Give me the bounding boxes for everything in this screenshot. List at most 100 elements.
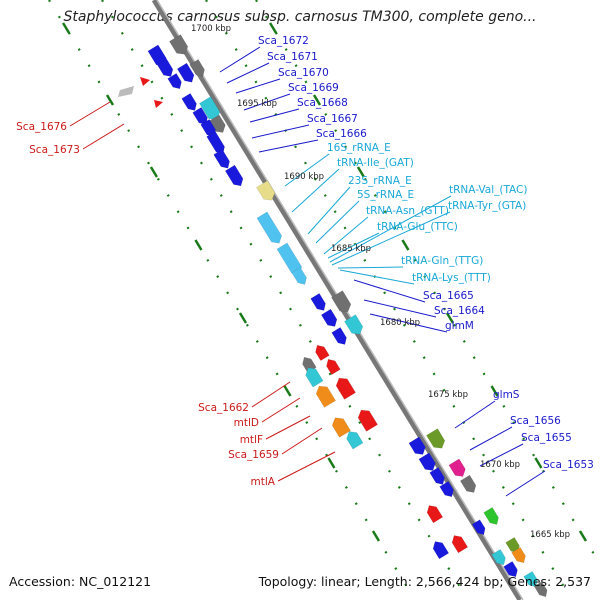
gene-label-sca-1673[interactable]: Sca_1673 <box>29 144 80 156</box>
leader-line <box>353 279 426 303</box>
gene-feature[interactable] <box>326 358 341 375</box>
leader-line <box>291 168 340 213</box>
gene-label-glms[interactable]: glmS <box>493 389 520 401</box>
gene-label-glmm[interactable]: glmM <box>445 320 474 332</box>
dotted-track-line <box>101 0 469 600</box>
gene-feature[interactable] <box>429 467 445 485</box>
gene-feature[interactable] <box>331 417 351 438</box>
gene-label-sca-1669[interactable]: Sca_1669 <box>288 82 339 94</box>
gene-feature[interactable] <box>167 73 182 90</box>
gene-label-mtld[interactable]: mtlD <box>234 417 259 429</box>
gene-label-mtla[interactable]: mtlA <box>251 476 276 488</box>
leader-line <box>479 443 524 467</box>
gene-label-sca-1666[interactable]: Sca_1666 <box>316 128 367 140</box>
leader-line <box>454 400 496 429</box>
gene-feature[interactable] <box>503 561 518 578</box>
label-leader-lines <box>69 46 546 497</box>
kbp-tick <box>327 457 336 469</box>
leader-line <box>281 427 323 455</box>
gene-label-sca-1656[interactable]: Sca_1656 <box>510 415 561 427</box>
kbp-tick <box>283 385 292 397</box>
gene-label-23s-rrna-e[interactable]: 23S_rRNA_E <box>348 175 412 187</box>
leader-line <box>331 211 451 266</box>
gene-feature[interactable] <box>408 436 426 455</box>
gene-label-trna-gln-ttg[interactable]: tRNA-Gln_(TTG) <box>401 255 483 267</box>
gene-feature[interactable] <box>439 481 454 498</box>
gene-feature[interactable] <box>533 581 548 598</box>
gene-feature[interactable] <box>491 549 506 566</box>
gene-label-trna-glu-ttc[interactable]: tRNA-Glu_(TTC) <box>377 221 458 233</box>
gene-feature[interactable] <box>181 93 197 111</box>
leader-line <box>337 266 404 269</box>
gene-feature[interactable] <box>483 507 499 525</box>
gene-label-trna-lys-ttt[interactable]: tRNA-Lys_(TTT) <box>412 272 491 284</box>
gene-feature[interactable] <box>169 34 189 55</box>
gene-feature[interactable] <box>315 385 336 408</box>
gene-feature[interactable] <box>511 547 526 564</box>
gene-label-sca-1668[interactable]: Sca_1668 <box>297 97 348 109</box>
gene-feature[interactable] <box>426 505 444 524</box>
gene-feature[interactable] <box>208 114 226 133</box>
gene-feature[interactable] <box>291 267 307 285</box>
dotted-track-line <box>48 0 416 600</box>
gene-feature[interactable] <box>523 571 538 588</box>
gene-feature[interactable] <box>459 474 477 493</box>
gene-feature[interactable] <box>315 344 330 361</box>
gene-label-trna-asn-gtt[interactable]: tRNA-Asn_(GTT) <box>366 205 449 217</box>
gene-feature[interactable] <box>213 149 230 169</box>
gene-label-trna-val-tac[interactable]: tRNA-Val_(TAC) <box>449 184 527 196</box>
gene-label-sca-1676[interactable]: Sca_1676 <box>16 121 67 133</box>
gene-label-sca-1667[interactable]: Sca_1667 <box>307 113 358 125</box>
gene-label-sca-1671[interactable]: Sca_1671 <box>267 51 318 63</box>
gene-label-sca-1659[interactable]: Sca_1659 <box>228 449 279 461</box>
gene-feature[interactable] <box>256 180 276 201</box>
gene-feature[interactable] <box>118 86 134 97</box>
kbp-tick <box>238 312 248 324</box>
gene-feature[interactable] <box>448 458 466 477</box>
gene-label-trna-tyr-gta[interactable]: tRNA-Tyr_(GTA) <box>448 200 526 212</box>
map-title: Staphylococcus carnosus subsp. carnosus … <box>63 9 537 25</box>
gene-labels[interactable]: Sca_1672Sca_1671Sca_1670Sca_1669Sca_1668… <box>16 35 594 488</box>
leader-line <box>469 426 513 451</box>
gene-feature[interactable] <box>224 164 244 187</box>
gene-feature[interactable] <box>426 428 446 449</box>
gene-label-sca-1655[interactable]: Sca_1655 <box>521 432 572 444</box>
gene-feature[interactable] <box>346 431 364 450</box>
leader-line <box>261 397 301 423</box>
gene-label-sca-1662[interactable]: Sca_1662 <box>198 402 249 414</box>
kbp-ticks <box>62 22 588 542</box>
gene-feature[interactable] <box>156 58 174 77</box>
gene-feature[interactable] <box>357 409 378 432</box>
gene-features[interactable] <box>118 34 548 598</box>
gene-feature[interactable] <box>451 535 469 554</box>
gene-label-sca-1664[interactable]: Sca_1664 <box>434 305 485 317</box>
gene-label-sca-1670[interactable]: Sca_1670 <box>278 67 329 79</box>
gene-label-sca-1653[interactable]: Sca_1653 <box>543 459 594 471</box>
kbp-tick <box>490 385 499 397</box>
gene-feature[interactable] <box>305 367 324 388</box>
gene-feature[interactable] <box>344 314 364 335</box>
gene-feature[interactable] <box>331 290 352 313</box>
gene-feature[interactable] <box>331 327 347 345</box>
gene-feature[interactable] <box>471 519 486 536</box>
gene-feature[interactable] <box>335 377 356 400</box>
gene-feature[interactable] <box>432 541 450 560</box>
gene-feature[interactable] <box>310 293 326 311</box>
kbp-tick <box>105 94 115 106</box>
leader-line <box>329 195 452 263</box>
gene-label-5s-rrna-e[interactable]: 5S_rRNA_E <box>357 189 414 201</box>
leader-line <box>339 269 415 285</box>
leader-line <box>327 232 380 259</box>
gene-feature[interactable] <box>176 62 195 83</box>
gene-label-sca-1665[interactable]: Sca_1665 <box>423 290 474 302</box>
gene-label-sca-1672[interactable]: Sca_1672 <box>258 35 309 47</box>
gene-feature[interactable] <box>320 308 338 327</box>
gene-label-16s-rrna-e[interactable]: 16S_rRNA_E <box>327 142 391 154</box>
gene-feature[interactable] <box>418 452 436 471</box>
gene-label-mtlf[interactable]: mtlF <box>240 434 263 446</box>
kbp-tick <box>269 22 278 34</box>
gene-label-trna-ile-gat[interactable]: tRNA-Ile_(GAT) <box>337 157 414 169</box>
gene-feature[interactable] <box>189 59 205 77</box>
gene-feature[interactable] <box>256 211 282 244</box>
